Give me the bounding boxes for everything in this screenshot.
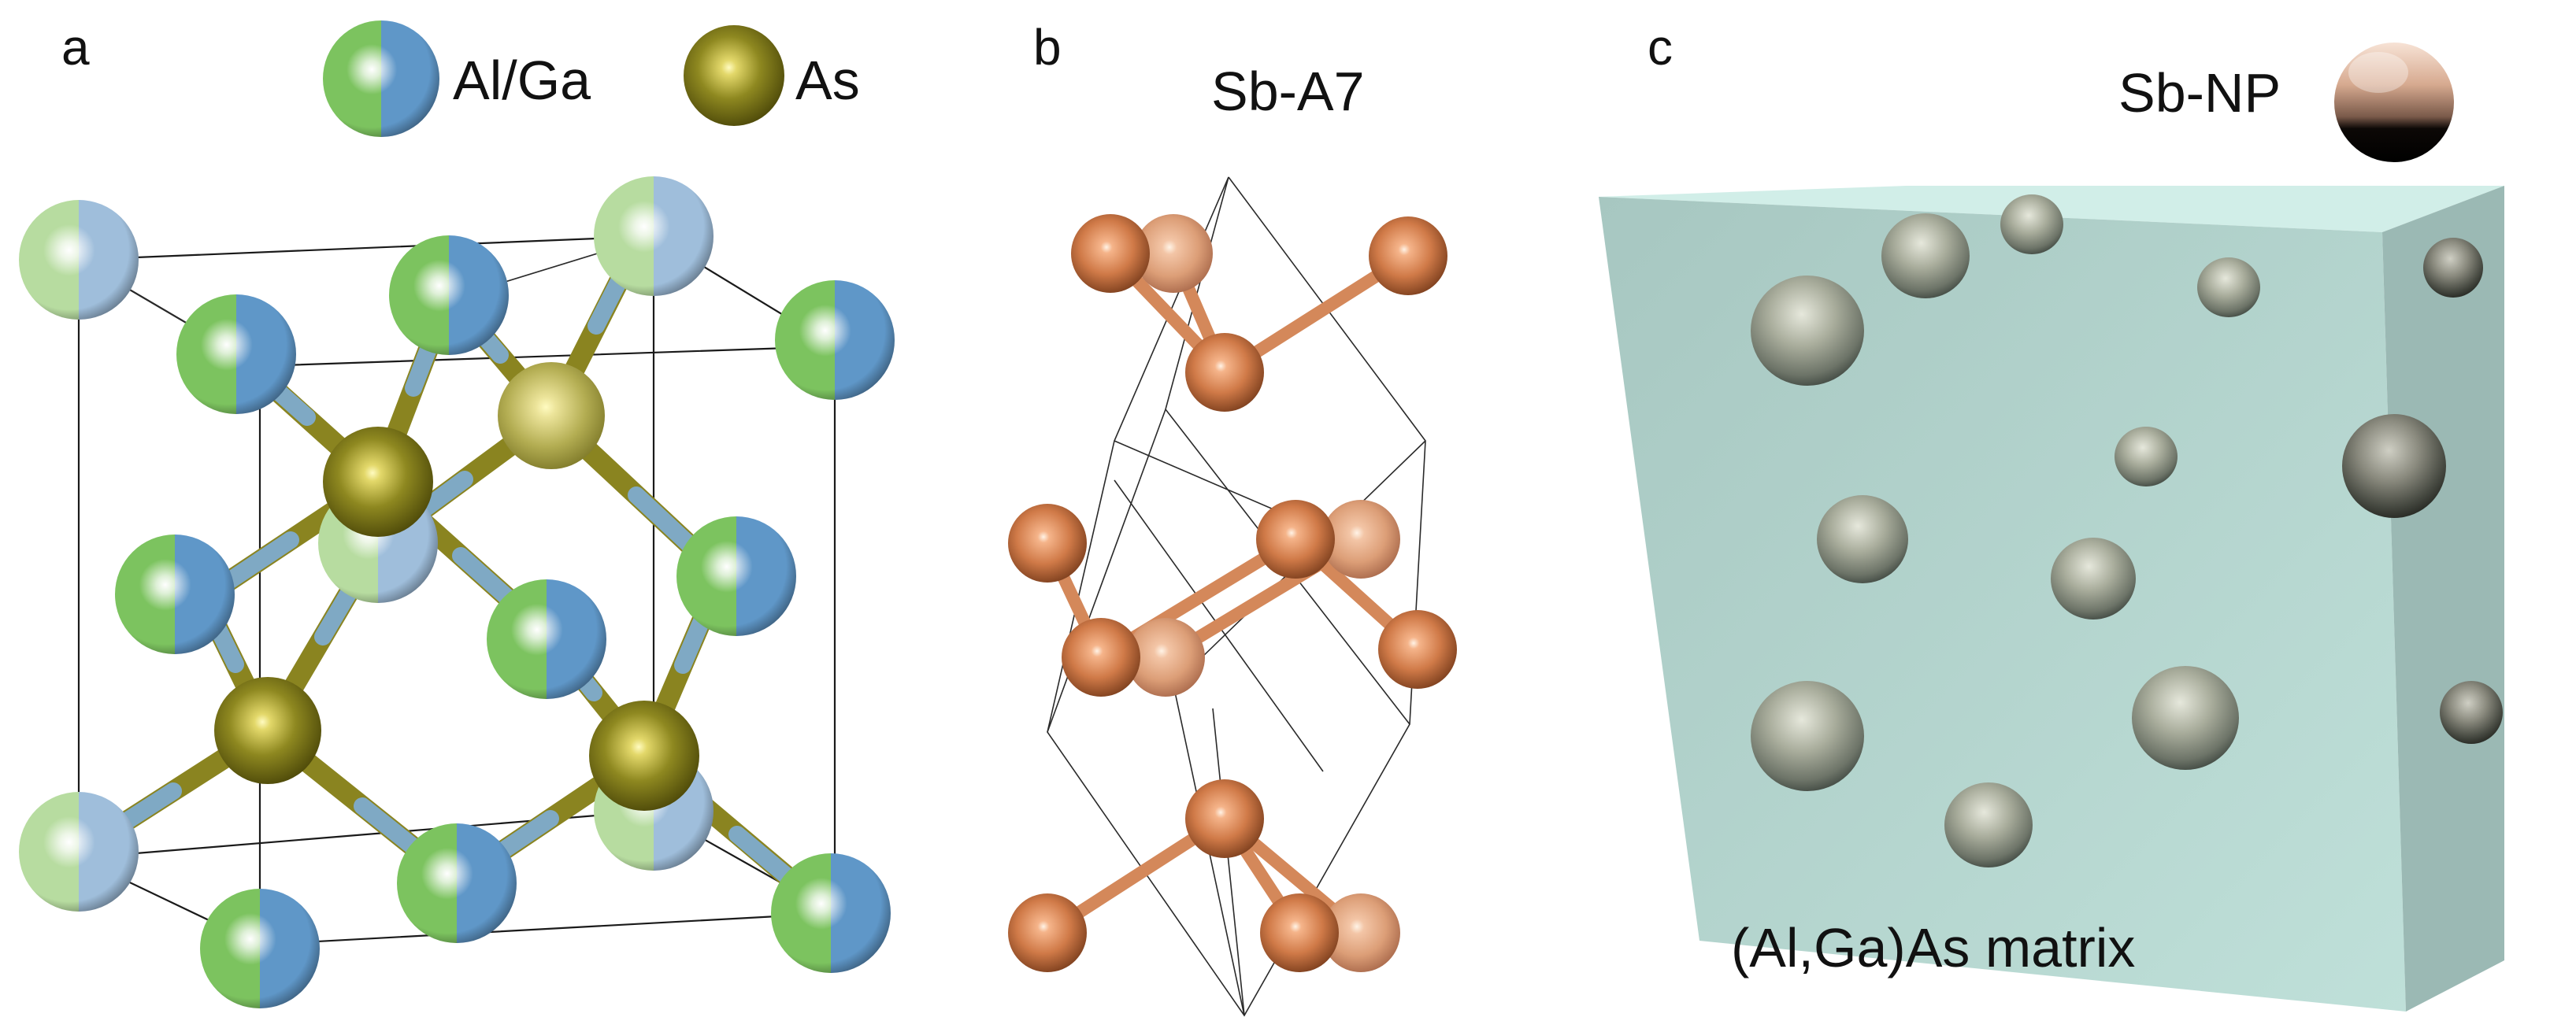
panel-a: a Al/Ga As bbox=[19, 19, 895, 1008]
sb-atoms-back bbox=[1126, 214, 1400, 972]
nanoparticles bbox=[1751, 194, 2503, 867]
al-ga-atoms-front bbox=[115, 235, 895, 1008]
sb-atoms-front bbox=[1008, 214, 1457, 972]
legend-as: As bbox=[684, 25, 860, 126]
panel-b: b Sb-A7 bbox=[1008, 19, 1457, 1017]
legend-al-ga: Al/Ga bbox=[323, 20, 591, 137]
panel-b-title: Sb-A7 bbox=[1211, 61, 1365, 122]
nanoparticle-label: Sb-NP bbox=[2118, 62, 2281, 124]
matrix-label: (Al,Ga)As matrix bbox=[1731, 917, 2135, 978]
cube-front-face bbox=[1599, 197, 2406, 1012]
sb-nanoparticle-icon bbox=[2334, 43, 2454, 162]
panel-letter-c: c bbox=[1648, 19, 1673, 76]
panel-letter-b: b bbox=[1033, 19, 1062, 76]
cube-side-face bbox=[2382, 186, 2504, 1012]
al-ga-atom-icon bbox=[323, 20, 439, 137]
legend-label-al-ga: Al/Ga bbox=[453, 50, 591, 111]
panel-c: c Sb-NP (Al,Ga)As matri bbox=[1599, 19, 2504, 1012]
legend-label-as: As bbox=[795, 50, 860, 111]
as-atoms bbox=[214, 362, 699, 811]
panel-letter-a: a bbox=[61, 19, 90, 76]
as-atom-icon bbox=[684, 25, 784, 126]
matrix-cube bbox=[1599, 186, 2504, 1012]
